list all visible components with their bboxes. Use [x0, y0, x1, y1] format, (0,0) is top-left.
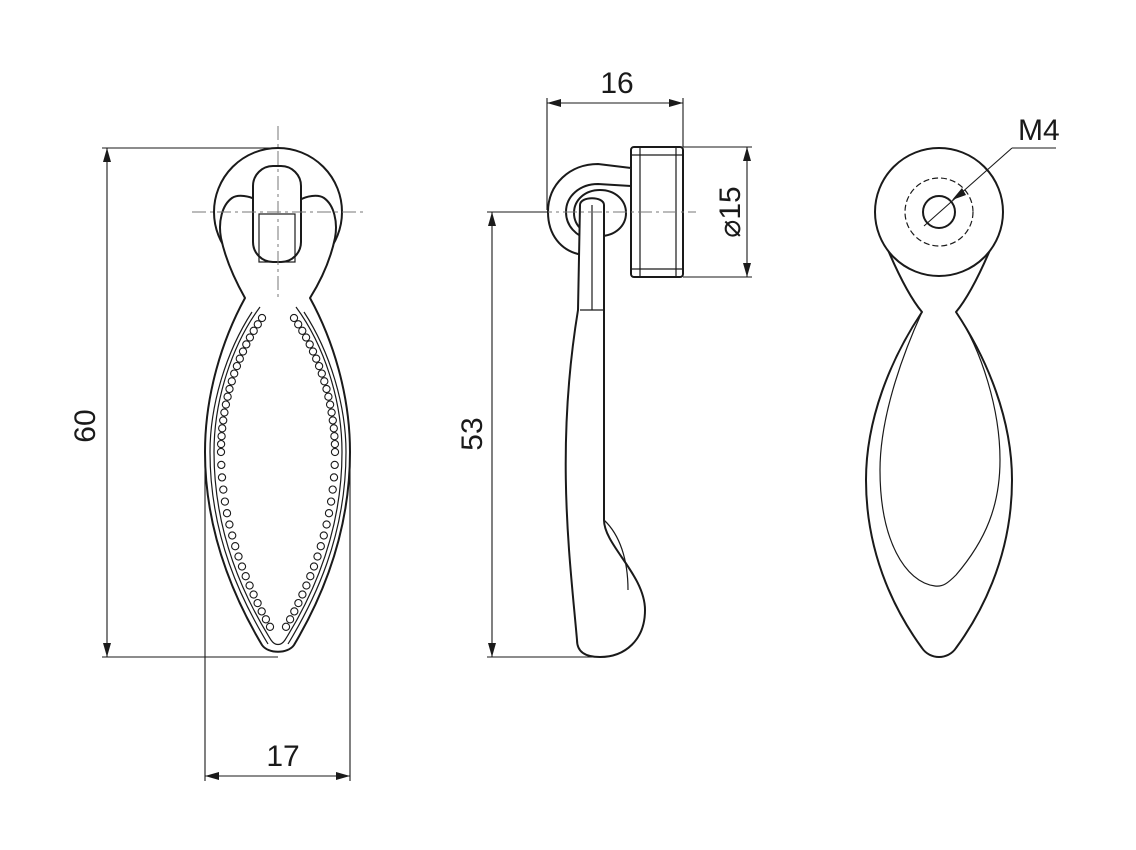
bead	[253, 598, 262, 608]
bead	[319, 531, 328, 540]
bead	[324, 392, 333, 401]
bead	[294, 598, 303, 608]
bead	[324, 509, 334, 518]
bead	[312, 354, 321, 363]
bead	[237, 562, 247, 571]
dim-width-label: 17	[266, 740, 299, 773]
bead	[221, 400, 231, 409]
front-bead-row	[216, 313, 340, 631]
bead	[322, 520, 331, 529]
bead	[230, 369, 239, 378]
dim-height-label: 60	[69, 409, 102, 442]
front-view	[192, 126, 364, 653]
bead	[285, 615, 295, 624]
bead	[219, 485, 228, 494]
front-leaf-inner	[213, 306, 343, 646]
dim-depth-label: 16	[600, 67, 633, 100]
bead	[261, 615, 271, 624]
bead	[329, 473, 339, 482]
bead	[328, 485, 337, 494]
dimension-height: 60	[69, 147, 278, 658]
bead	[238, 347, 248, 356]
bead	[290, 607, 299, 616]
bead	[218, 424, 227, 433]
back-rose-inner	[904, 177, 974, 247]
bead	[216, 447, 226, 457]
bead	[222, 509, 232, 518]
bead	[242, 340, 251, 349]
bead	[316, 542, 325, 551]
bead	[302, 581, 311, 590]
bead	[220, 408, 229, 417]
bead	[217, 432, 226, 441]
bead	[225, 384, 234, 394]
bead	[322, 384, 331, 394]
dimension-depth: 16	[546, 67, 684, 210]
bead	[249, 326, 258, 335]
back-leaf-inner	[879, 311, 1001, 587]
bead	[325, 400, 335, 409]
bead	[308, 347, 318, 356]
bead	[228, 531, 237, 540]
bead	[330, 439, 340, 449]
bead	[219, 416, 228, 425]
bead	[235, 354, 244, 363]
bead	[225, 520, 234, 529]
back-drop-outline	[865, 249, 1013, 658]
bead	[305, 340, 314, 349]
side-view	[488, 146, 696, 658]
bead	[330, 447, 340, 457]
bead	[314, 361, 324, 371]
bead	[329, 424, 338, 433]
thread-label: M4	[1018, 114, 1060, 147]
diameter-symbol: ⌀	[714, 220, 747, 238]
bead	[249, 590, 258, 599]
bead	[220, 497, 230, 506]
back-view: M4	[865, 114, 1060, 658]
bead	[234, 552, 243, 561]
bead	[253, 320, 262, 329]
bead	[232, 361, 242, 371]
bead	[289, 313, 299, 323]
bead	[327, 408, 336, 417]
bead	[257, 313, 267, 323]
bead	[298, 326, 307, 335]
bead	[281, 622, 291, 631]
dimension-width: 17	[204, 452, 351, 781]
bead	[217, 473, 227, 482]
bead	[301, 333, 311, 342]
bead	[306, 572, 315, 581]
bead	[294, 320, 303, 329]
bead	[257, 607, 266, 616]
front-leaf-inner-2	[209, 311, 347, 645]
dimension-diameter: ⌀15	[683, 146, 752, 278]
bead	[328, 416, 337, 425]
bead	[320, 377, 329, 386]
bead	[313, 552, 322, 561]
bead	[227, 377, 236, 386]
bead	[317, 369, 326, 378]
bead	[241, 572, 250, 581]
dimension-drop: 53	[456, 211, 600, 658]
bead	[231, 542, 240, 551]
dim-drop-label: 53	[456, 417, 489, 450]
bead	[326, 497, 336, 506]
bead	[330, 460, 339, 470]
bead	[245, 333, 255, 342]
front-bail-slot	[258, 213, 296, 263]
dim-diameter-text: ⌀15	[714, 186, 747, 237]
dim-diameter-label: 15	[714, 186, 747, 219]
bead	[223, 392, 232, 401]
bead	[217, 460, 226, 470]
bead	[245, 581, 254, 590]
bead	[309, 562, 319, 571]
bead	[216, 439, 226, 449]
bead	[330, 432, 339, 441]
bead	[265, 622, 275, 631]
front-drop-outline	[204, 194, 351, 653]
bead	[298, 590, 307, 599]
